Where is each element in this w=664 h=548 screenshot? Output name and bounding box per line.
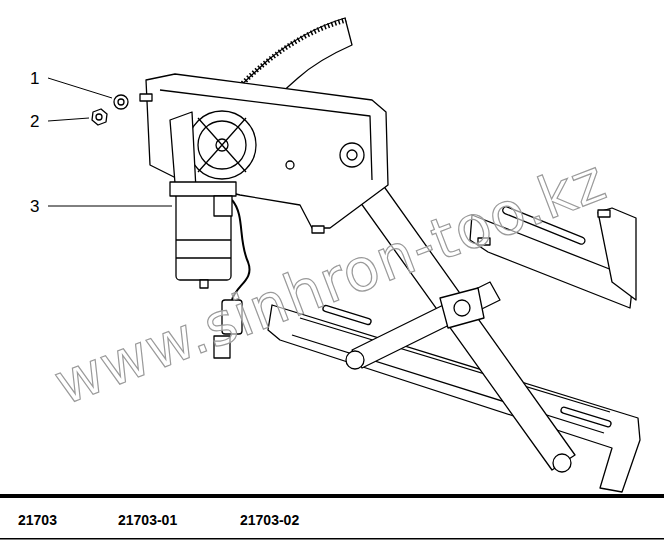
- plate-hole: [347, 150, 357, 160]
- callout-number: 1: [30, 70, 39, 87]
- callout-number: 3: [30, 198, 39, 215]
- rail-edge: [292, 318, 610, 433]
- callout-number: 2: [30, 113, 39, 130]
- nut: [92, 109, 107, 125]
- bracket-flange: [598, 208, 636, 300]
- leader-line: [48, 206, 172, 207]
- plate-hole: [340, 143, 364, 167]
- gearbox: [188, 111, 256, 179]
- gearbox-rib: [198, 118, 246, 172]
- table-cell: 21703-01: [118, 513, 177, 527]
- lock-washer: [114, 95, 128, 109]
- table-cell: 21703: [18, 513, 57, 527]
- nut: [96, 114, 102, 120]
- pivot-plate: [440, 288, 484, 328]
- plate-hole: [286, 161, 294, 169]
- motor-band: [176, 240, 231, 258]
- motor-body: [176, 190, 231, 280]
- rail-slot: [560, 407, 611, 428]
- table-rule: [0, 494, 664, 498]
- roller: [553, 454, 571, 472]
- stud: [140, 94, 152, 101]
- pivot: [454, 300, 470, 316]
- motor-shaft: [200, 280, 208, 288]
- roller: [346, 351, 364, 369]
- stud: [312, 226, 324, 233]
- table-cell: 21703-02: [240, 513, 299, 527]
- connector: [214, 196, 232, 216]
- leader-line: [48, 118, 89, 121]
- gear-teeth: [240, 20, 346, 86]
- leader-line: [48, 78, 112, 98]
- stud: [598, 210, 610, 217]
- table-rule: [0, 538, 664, 540]
- lock-washer: [118, 99, 124, 105]
- motor-flange: [170, 182, 236, 196]
